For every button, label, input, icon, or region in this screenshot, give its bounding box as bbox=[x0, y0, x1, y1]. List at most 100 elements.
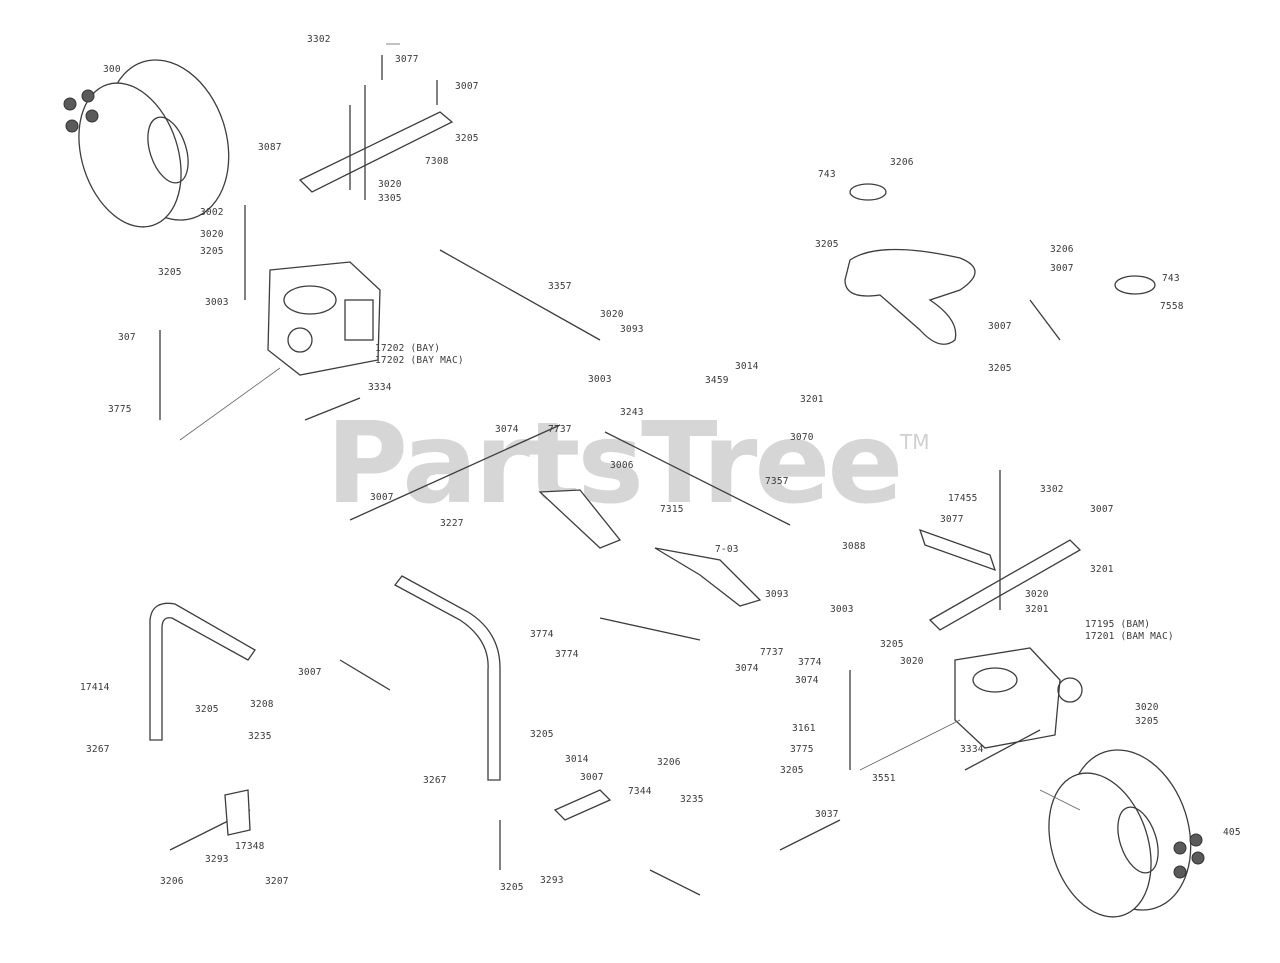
callout-3201: 3201 bbox=[800, 394, 824, 405]
callout-3205-j: 3205 bbox=[530, 729, 554, 740]
callout-3074-b: 3074 bbox=[735, 663, 759, 674]
callout-3334-b: 3334 bbox=[960, 744, 984, 755]
wheel-right bbox=[1048, 749, 1205, 918]
callout-3302-b: 3302 bbox=[1040, 484, 1064, 495]
callout-300: 300 bbox=[103, 64, 121, 75]
callout-3020: 3020 bbox=[378, 179, 402, 190]
callout-3093: 3093 bbox=[620, 324, 644, 335]
callout-7357: 7357 bbox=[765, 476, 789, 487]
callout-3206-c: 3206 bbox=[657, 757, 681, 768]
callout-3235: 3235 bbox=[248, 731, 272, 742]
callout-3088: 3088 bbox=[842, 541, 866, 552]
callout-3551: 3551 bbox=[872, 773, 896, 784]
callout-3003: 3003 bbox=[205, 297, 229, 308]
bracket-bar-top bbox=[298, 55, 454, 200]
callout-3037: 3037 bbox=[815, 809, 839, 820]
callout-3014-b: 3014 bbox=[565, 754, 589, 765]
callout-3007-c: 3007 bbox=[988, 321, 1012, 332]
callout-3205: 3205 bbox=[455, 133, 479, 144]
callout-17202-bay: 17202 (BAY) bbox=[375, 343, 441, 354]
callout-3007-f: 3007 bbox=[298, 667, 322, 678]
callout-3205-g: 3205 bbox=[780, 765, 804, 776]
callout-3205-i: 3205 bbox=[195, 704, 219, 715]
callout-743: 743 bbox=[818, 169, 836, 180]
callout-3206-d: 3206 bbox=[160, 876, 184, 887]
callout-3087: 3087 bbox=[258, 142, 282, 153]
callout-3206: 3206 bbox=[890, 157, 914, 168]
callout-3205-b: 3205 bbox=[200, 246, 224, 257]
callout-3201-c: 3201 bbox=[1025, 604, 1049, 615]
callout-3007-d: 3007 bbox=[370, 492, 394, 503]
callout-3205-d: 3205 bbox=[815, 239, 839, 250]
callout-3007-b: 3007 bbox=[1050, 263, 1074, 274]
callout-3205-c: 3205 bbox=[158, 267, 182, 278]
callout-17195-bam: 17195 (BAM) bbox=[1085, 619, 1151, 630]
callout-17348: 17348 bbox=[235, 841, 265, 852]
callout-17414: 17414 bbox=[80, 682, 110, 693]
callout-3070: 3070 bbox=[790, 432, 814, 443]
callout-3302: 3302 bbox=[307, 34, 331, 45]
callout-7344: 7344 bbox=[628, 786, 652, 797]
wheel-left bbox=[63, 59, 230, 228]
callout-3334: 3334 bbox=[368, 382, 392, 393]
callout-3267: 3267 bbox=[86, 744, 110, 755]
callout-3020-c: 3020 bbox=[600, 309, 624, 320]
callout-17202-bay-mac: 17202 (BAY MAC) bbox=[375, 355, 464, 366]
callout-3205-e: 3205 bbox=[988, 363, 1012, 374]
callout-3074-c: 3074 bbox=[795, 675, 819, 686]
callout-3305: 3305 bbox=[378, 193, 402, 204]
callout-3003-c: 3003 bbox=[830, 604, 854, 615]
callout-3014: 3014 bbox=[735, 361, 759, 372]
callout-7737-b: 7737 bbox=[760, 647, 784, 658]
callout-3235-b: 3235 bbox=[680, 794, 704, 805]
callout-3775-b: 3775 bbox=[790, 744, 814, 755]
watermark-brand: PartsTree bbox=[326, 399, 903, 529]
callout-3774: 3774 bbox=[530, 629, 554, 640]
callout-7308: 7308 bbox=[425, 156, 449, 167]
callout-17201-bam-mac: 17201 (BAM MAC) bbox=[1085, 631, 1174, 642]
callout-3020-d: 3020 bbox=[1025, 589, 1049, 600]
callout-3093-b: 3093 bbox=[765, 589, 789, 600]
callout-3201-b: 3201 bbox=[1090, 564, 1114, 575]
callout-405: 405 bbox=[1223, 827, 1241, 838]
callout-3007-g: 3007 bbox=[580, 772, 604, 783]
callout-3775: 3775 bbox=[108, 404, 132, 415]
callout-3002: 3002 bbox=[200, 207, 224, 218]
callout-3774-b: 3774 bbox=[798, 657, 822, 668]
callout-3003-b: 3003 bbox=[588, 374, 612, 385]
callout-3205-h: 3205 bbox=[1135, 716, 1159, 727]
callout-7737: 7737 bbox=[548, 424, 572, 435]
callout-3077: 3077 bbox=[395, 54, 419, 65]
callout-3020-e: 3020 bbox=[1135, 702, 1159, 713]
callout-3459: 3459 bbox=[705, 375, 729, 386]
callout-7-03: 7-03 bbox=[715, 544, 739, 555]
callout-3020-f: 3020 bbox=[900, 656, 924, 667]
callout-3243: 3243 bbox=[620, 407, 644, 418]
callout-3207: 3207 bbox=[265, 876, 289, 887]
transaxle-right bbox=[849, 647, 1083, 771]
callout-3020-b: 3020 bbox=[200, 229, 224, 240]
belt-pulley bbox=[844, 183, 1156, 345]
callout-3077-b: 3077 bbox=[940, 514, 964, 525]
callout-307: 307 bbox=[118, 332, 136, 343]
callout-3206-b: 3206 bbox=[1050, 244, 1074, 255]
callout-7558: 7558 bbox=[1160, 301, 1184, 312]
callout-3293-b: 3293 bbox=[540, 875, 564, 886]
callout-3007-e: 3007 bbox=[1090, 504, 1114, 515]
watermark-trademark: TM bbox=[900, 430, 930, 454]
callout-3074: 3074 bbox=[495, 424, 519, 435]
callout-3205-k: 3205 bbox=[500, 882, 524, 893]
callout-3208: 3208 bbox=[250, 699, 274, 710]
callout-743-b: 743 bbox=[1162, 273, 1180, 284]
transaxle-left bbox=[159, 205, 381, 420]
callout-3205-f: 3205 bbox=[880, 639, 904, 650]
callout-7315: 7315 bbox=[660, 504, 684, 515]
callout-3161: 3161 bbox=[792, 723, 816, 734]
callout-3293: 3293 bbox=[205, 854, 229, 865]
callout-3357: 3357 bbox=[548, 281, 572, 292]
callout-3007: 3007 bbox=[455, 81, 479, 92]
callout-3267-b: 3267 bbox=[423, 775, 447, 786]
callout-3006: 3006 bbox=[610, 460, 634, 471]
